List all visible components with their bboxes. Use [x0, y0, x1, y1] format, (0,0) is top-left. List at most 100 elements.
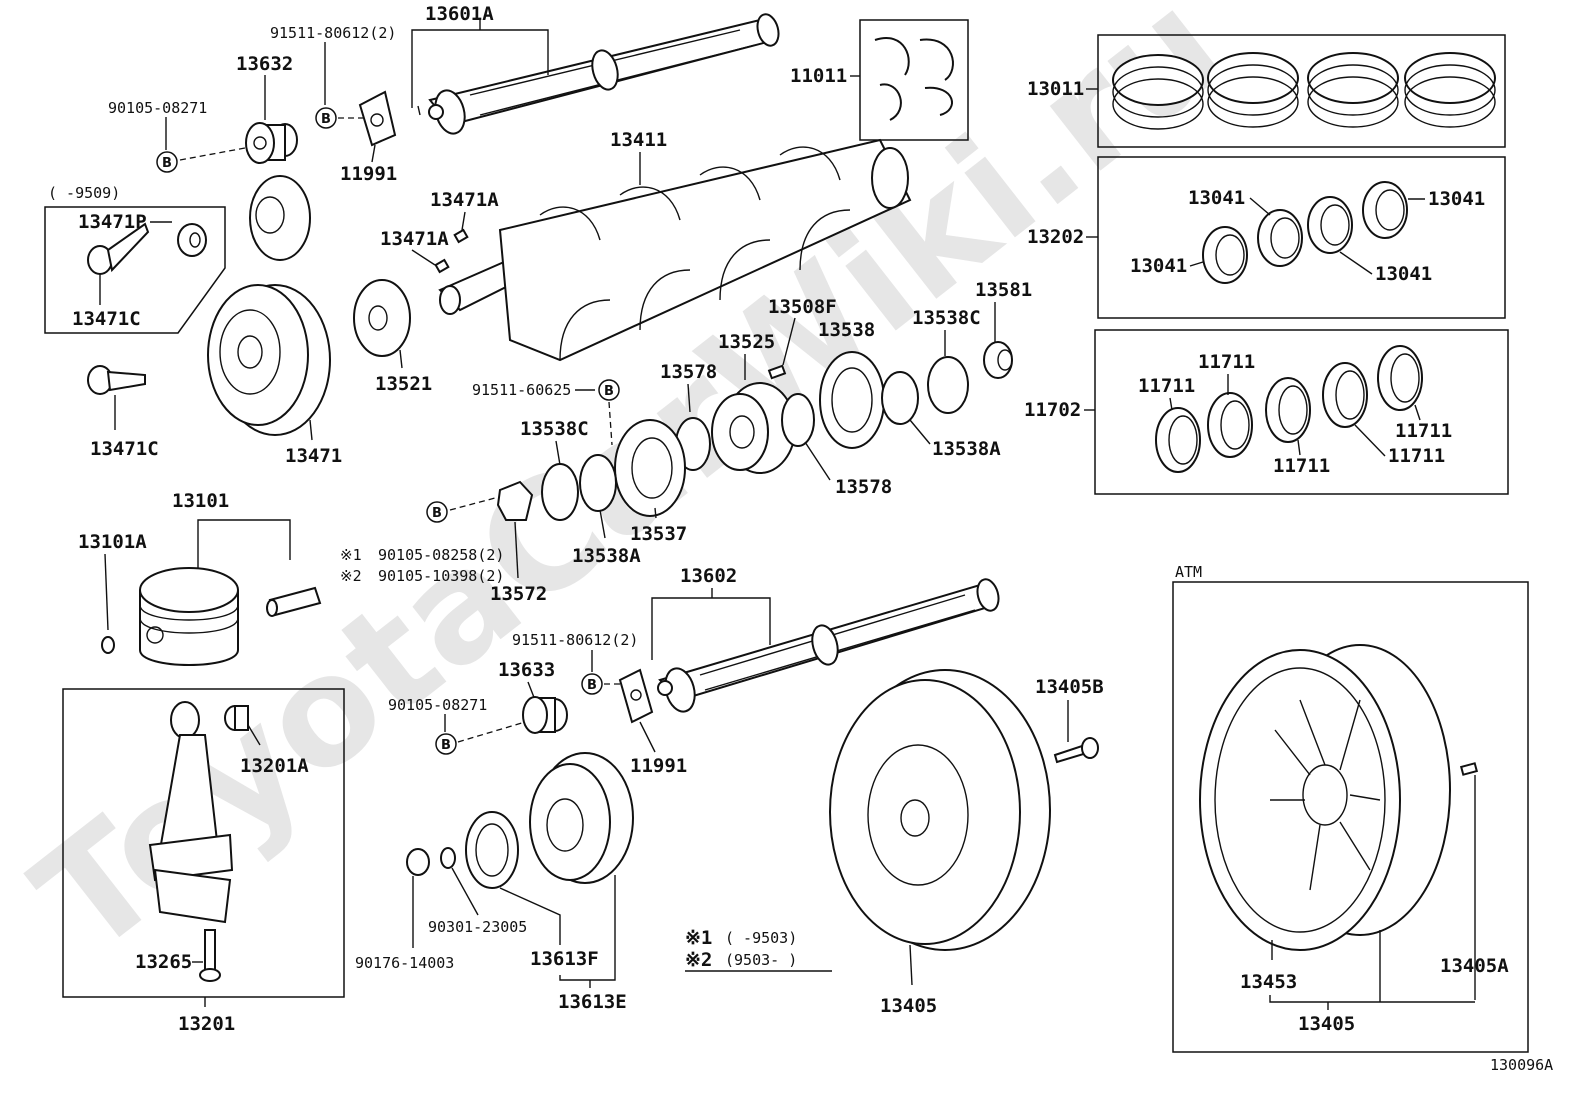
crank-pulley-13471[interactable]	[207, 284, 331, 436]
label-90301-23005: 90301-23005	[428, 918, 527, 936]
gear-13633[interactable]	[522, 696, 568, 734]
label-13041-a: 13041	[1188, 187, 1245, 209]
main-bearings-11711[interactable]	[1155, 345, 1423, 473]
seal-13613F[interactable]	[465, 811, 519, 889]
connecting-rod-13201[interactable]	[148, 701, 234, 924]
label-13613F: 13613F	[530, 948, 599, 970]
snap-ring-13538C-a[interactable]	[927, 356, 969, 414]
range-label: ( -9509)	[48, 184, 120, 202]
label-13011: 13011	[1027, 78, 1084, 100]
piston-ring-set-13011[interactable]	[1112, 52, 1496, 130]
timing-pulley-top	[249, 175, 311, 261]
label-11711-e: 11711	[1388, 445, 1445, 467]
label-13265: 13265	[135, 951, 192, 973]
label-13405A: 13405A	[1440, 955, 1509, 977]
bushing-13201A[interactable]	[224, 705, 249, 731]
plate-13538[interactable]	[819, 351, 885, 449]
label-13471A-a: 13471A	[430, 189, 499, 211]
key-13471A-a[interactable]	[453, 228, 469, 244]
ring-13538A-b[interactable]	[579, 454, 617, 512]
balance-shaft-13602[interactable]	[657, 577, 1002, 715]
callout-b-icon: B	[598, 379, 620, 401]
label-11991-a: 11991	[340, 163, 397, 185]
svg-text:B: B	[162, 156, 172, 171]
cap-13581[interactable]	[983, 341, 1013, 379]
pulley-13613E[interactable]	[529, 752, 634, 884]
key-13471A-b[interactable]	[434, 258, 450, 274]
bolt-note-2-text: 90105-10398(2)	[378, 567, 504, 585]
label-13538C-b: 13538C	[520, 418, 589, 440]
bolt-13471C-in-box[interactable]	[87, 222, 150, 275]
thrust-washers-11011[interactable]	[874, 37, 954, 121]
svg-text:B: B	[441, 738, 451, 753]
note-1-text: ( -9503)	[725, 929, 797, 947]
flywheel-13405[interactable]	[829, 669, 1051, 951]
crankshaft-13411[interactable]	[438, 138, 912, 362]
key-13508F[interactable]	[767, 364, 787, 380]
piston-13101[interactable]	[139, 567, 239, 666]
bolt-13265[interactable]	[199, 929, 221, 982]
label-13405-a: 13405	[880, 995, 937, 1017]
label-13471C-a: 13471C	[72, 308, 141, 330]
label-13572: 13572	[490, 583, 547, 605]
label-13411: 13411	[610, 129, 667, 151]
plate-11991-top[interactable]	[358, 90, 397, 147]
washer-90301-23005[interactable]	[440, 847, 456, 869]
snap-ring-13578-b[interactable]	[781, 393, 815, 447]
label-91511-80612-a: 91511-80612(2)	[270, 24, 396, 42]
camshaft-13601A[interactable]	[417, 12, 782, 137]
svg-text:B: B	[587, 678, 597, 693]
svg-text:B: B	[432, 506, 442, 521]
label-90105-08271-a: 90105-08271	[108, 99, 207, 117]
label-13521: 13521	[375, 373, 432, 395]
snap-ring-13101A[interactable]	[101, 636, 115, 654]
pin-13405A[interactable]	[1459, 762, 1479, 776]
svg-text:B: B	[321, 112, 331, 127]
callout-b-icon: B	[315, 107, 337, 129]
label-13601A: 13601A	[425, 3, 494, 25]
crank-gear-13521[interactable]	[353, 279, 411, 357]
plate-11991-bottom[interactable]	[618, 668, 654, 724]
callout-b-icon: B	[435, 733, 457, 755]
rod-bearings-13041[interactable]	[1202, 181, 1408, 284]
label-11711-a: 11711	[1138, 375, 1195, 397]
note-2-text: (9503- )	[725, 951, 797, 969]
label-13405B: 13405B	[1035, 676, 1104, 698]
gear-13632[interactable]	[245, 122, 298, 164]
label-11991-b: 11991	[630, 755, 687, 777]
lock-plate-13572[interactable]	[496, 480, 534, 521]
label-13471A-b: 13471A	[380, 228, 449, 250]
label-13602: 13602	[680, 565, 737, 587]
washer-13471P[interactable]	[177, 223, 207, 257]
label-13613E: 13613E	[558, 991, 627, 1013]
label-13202: 13202	[1027, 226, 1084, 248]
ring-13538A-a[interactable]	[881, 371, 919, 425]
label-13101: 13101	[172, 490, 229, 512]
label-91511-80612-b: 91511-80612(2)	[512, 631, 638, 649]
callout-b-icon: B	[426, 501, 448, 523]
note-2-mark: ※2	[685, 949, 712, 971]
label-13201: 13201	[178, 1013, 235, 1035]
label-13581: 13581	[975, 279, 1032, 301]
drive-plate-13405[interactable]	[1199, 644, 1451, 951]
plate-13537[interactable]	[614, 419, 686, 517]
gear-13525[interactable]	[711, 382, 796, 474]
label-13101A: 13101A	[78, 531, 147, 553]
label-13632: 13632	[236, 53, 293, 75]
label-13471P: 13471P	[78, 211, 147, 233]
label-13578-b: 13578	[835, 476, 892, 498]
label-13538A-b: 13538A	[572, 545, 641, 567]
callout-b-icon: B	[581, 673, 603, 695]
bolt-13471C[interactable]	[87, 365, 146, 395]
plug-90176-14003[interactable]	[406, 848, 430, 876]
atm-label: ATM	[1175, 563, 1202, 581]
bolt-note-2-mark: ※2	[340, 567, 362, 585]
label-11711-d: 11711	[1273, 455, 1330, 477]
footer-code: 130096A	[1490, 1056, 1553, 1074]
label-91511-60625: 91511-60625	[472, 381, 571, 399]
bolt-13405B[interactable]	[1053, 737, 1099, 764]
snap-ring-13538C-b[interactable]	[541, 463, 579, 521]
piston-pin-13101[interactable]	[266, 586, 322, 617]
label-11702: 11702	[1024, 399, 1081, 421]
